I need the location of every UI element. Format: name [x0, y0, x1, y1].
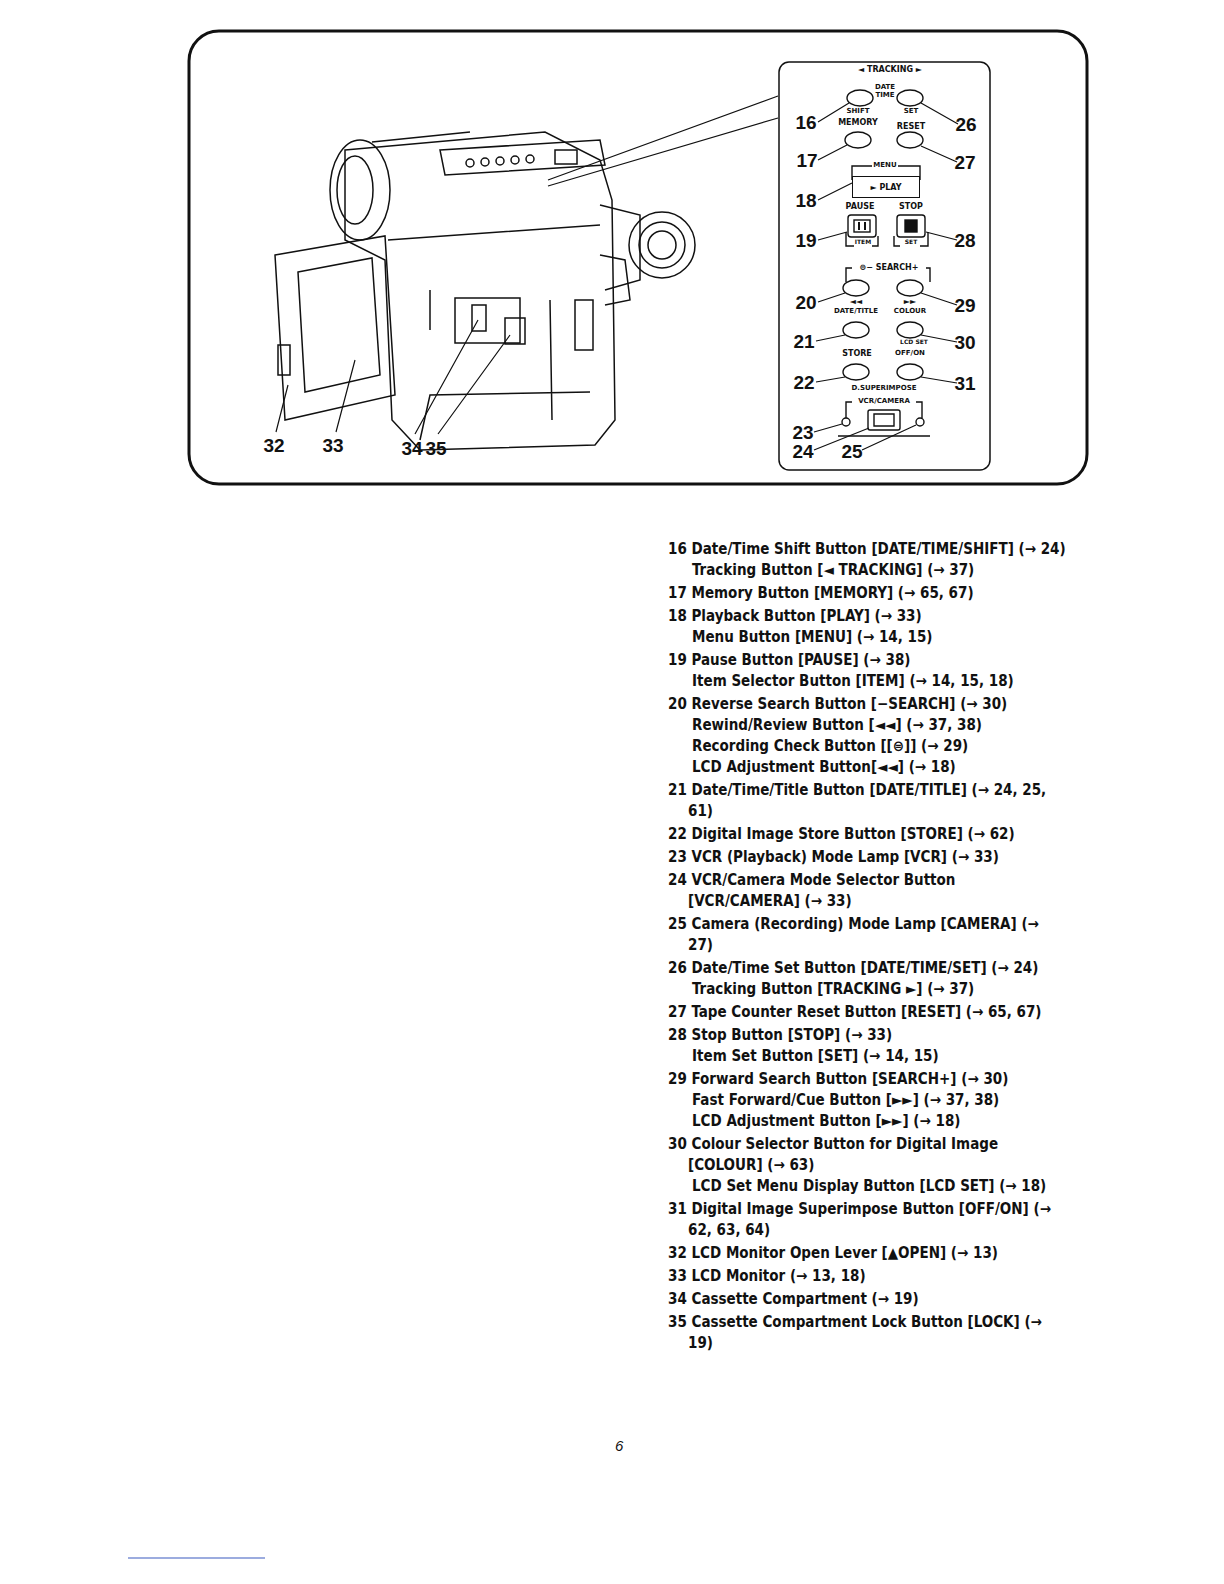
- button-label: STORE: [842, 350, 872, 358]
- part-subentry: Fast Forward/Cue Button [►►] (→ 37, 38): [692, 1090, 1066, 1111]
- part-entry: 32 LCD Monitor Open Lever [▲OPEN] (→ 13): [668, 1243, 1066, 1264]
- callout-number: 30: [954, 333, 975, 352]
- part-subentry: Tracking Button [◄ TRACKING] (→ 37): [692, 560, 1066, 581]
- button-label: MENU: [873, 162, 896, 169]
- button-label: OFF/ON: [895, 350, 925, 357]
- leader-lines: [276, 320, 510, 434]
- part-entry: 31 Digital Image Superimpose Button [OFF…: [668, 1199, 1066, 1241]
- button-label: COLOUR: [894, 308, 926, 315]
- part-entry: 33 LCD Monitor (→ 13, 18): [668, 1266, 1066, 1287]
- part-subentry: LCD Adjustment Button [►►] (→ 18): [692, 1111, 1066, 1132]
- part-subentry: Tracking Button [TRACKING ►] (→ 37): [692, 979, 1066, 1000]
- button-label: SET: [904, 108, 919, 115]
- part-entry: 27 Tape Counter Reset Button [RESET] (→ …: [668, 1002, 1066, 1023]
- callout-number: 32: [263, 436, 284, 455]
- camcorder-drawing: [275, 132, 695, 450]
- part-entry: 17 Memory Button [MEMORY] (→ 65, 67): [668, 583, 1066, 604]
- callout-number: 26: [955, 115, 976, 134]
- part-entry: 20 Reverse Search Button [−SEARCH] (→ 30…: [668, 694, 1066, 715]
- button-label: ◄ TRACKING ►: [858, 66, 922, 74]
- button-label: ◄◄: [850, 298, 862, 306]
- callout-number: 33: [322, 436, 343, 455]
- button-label: MEMORY: [838, 119, 878, 127]
- button-label: ⊜− SEARCH+: [859, 264, 918, 272]
- part-entry: 28 Stop Button [STOP] (→ 33): [668, 1025, 1066, 1046]
- callout-number: 28: [954, 231, 975, 250]
- button-text: ► PLAY: [870, 183, 901, 192]
- part-entry: 16 Date/Time Shift Button [DATE/TIME/SHI…: [668, 539, 1066, 560]
- button-label: DATE/TITLE: [834, 308, 878, 315]
- callout-number: 35: [425, 439, 446, 458]
- part-entry: 26 Date/Time Set Button [DATE/TIME/SET] …: [668, 958, 1066, 979]
- part-entry: 23 VCR (Playback) Mode Lamp [VCR] (→ 33): [668, 847, 1066, 868]
- callout-number: 27: [954, 153, 975, 172]
- button-label: PAUSE: [846, 203, 875, 211]
- button-label: DATE TIME: [873, 84, 897, 99]
- callout-number: 34: [401, 439, 422, 458]
- part-subentry: Menu Button [MENU] (→ 14, 15): [692, 627, 1066, 648]
- figure-frame: [189, 31, 1087, 484]
- button-panel: [779, 62, 990, 470]
- part-entry: 25 Camera (Recording) Mode Lamp [CAMERA]…: [668, 914, 1066, 956]
- callout-number: 22: [793, 373, 814, 392]
- callout-number: 23: [792, 423, 813, 442]
- button-label: STOP: [899, 203, 923, 211]
- zoom-leader: [548, 96, 778, 186]
- button-label: D.SUPERIMPOSE: [852, 385, 917, 392]
- part-subentry: Item Set Button [SET] (→ 14, 15): [692, 1046, 1066, 1067]
- callout-number: 21: [793, 332, 814, 351]
- parts-list: 16 Date/Time Shift Button [DATE/TIME/SHI…: [668, 537, 1066, 1354]
- part-subentry: Item Selector Button [ITEM] (→ 14, 15, 1…: [692, 671, 1066, 692]
- button-label: RESET: [897, 123, 925, 131]
- callout-number: 17: [796, 151, 817, 170]
- part-entry: 21 Date/Time/Title Button [DATE/TITLE] (…: [668, 780, 1066, 822]
- callout-number: 16: [795, 113, 816, 132]
- part-subentry: LCD Adjustment Button[◄◄] (→ 18): [692, 757, 1066, 778]
- button-label: ►►: [904, 298, 916, 306]
- callout-number: 18: [795, 191, 816, 210]
- part-entry: 18 Playback Button [PLAY] (→ 33): [668, 606, 1066, 627]
- button-label: LCD SET: [900, 339, 928, 345]
- part-entry: 29 Forward Search Button [SEARCH+] (→ 30…: [668, 1069, 1066, 1090]
- callout-number: 19: [795, 231, 816, 250]
- play-button: ► PLAY: [852, 176, 920, 198]
- part-entry: 22 Digital Image Store Button [STORE] (→…: [668, 824, 1066, 845]
- part-entry: 30 Colour Selector Button for Digital Im…: [668, 1134, 1066, 1176]
- button-label: SET: [905, 239, 918, 245]
- rule: [128, 1557, 265, 1558]
- callout-number: 25: [841, 442, 862, 461]
- button-label: ITEM: [855, 239, 871, 245]
- page-number: 6: [615, 1438, 623, 1453]
- part-subentry: Rewind/Review Button [◄◄] (→ 37, 38): [692, 715, 1066, 736]
- panel-buttons: [814, 90, 958, 450]
- callout-number: 29: [954, 296, 975, 315]
- button-label: SHIFT: [846, 108, 869, 115]
- part-subentry: Recording Check Button [[⊜]] (→ 29): [692, 736, 1066, 757]
- part-entry: 35 Cassette Compartment Lock Button [LOC…: [668, 1312, 1066, 1354]
- callout-number: 24: [792, 442, 813, 461]
- callout-number: 20: [795, 293, 816, 312]
- part-entry: 24 VCR/Camera Mode Selector Button [VCR/…: [668, 870, 1066, 912]
- part-entry: 34 Cassette Compartment (→ 19): [668, 1289, 1066, 1310]
- part-subentry: LCD Set Menu Display Button [LCD SET] (→…: [692, 1176, 1066, 1197]
- button-label: VCR/CAMERA: [858, 398, 910, 405]
- callout-number: 31: [954, 374, 975, 393]
- part-entry: 19 Pause Button [PAUSE] (→ 38): [668, 650, 1066, 671]
